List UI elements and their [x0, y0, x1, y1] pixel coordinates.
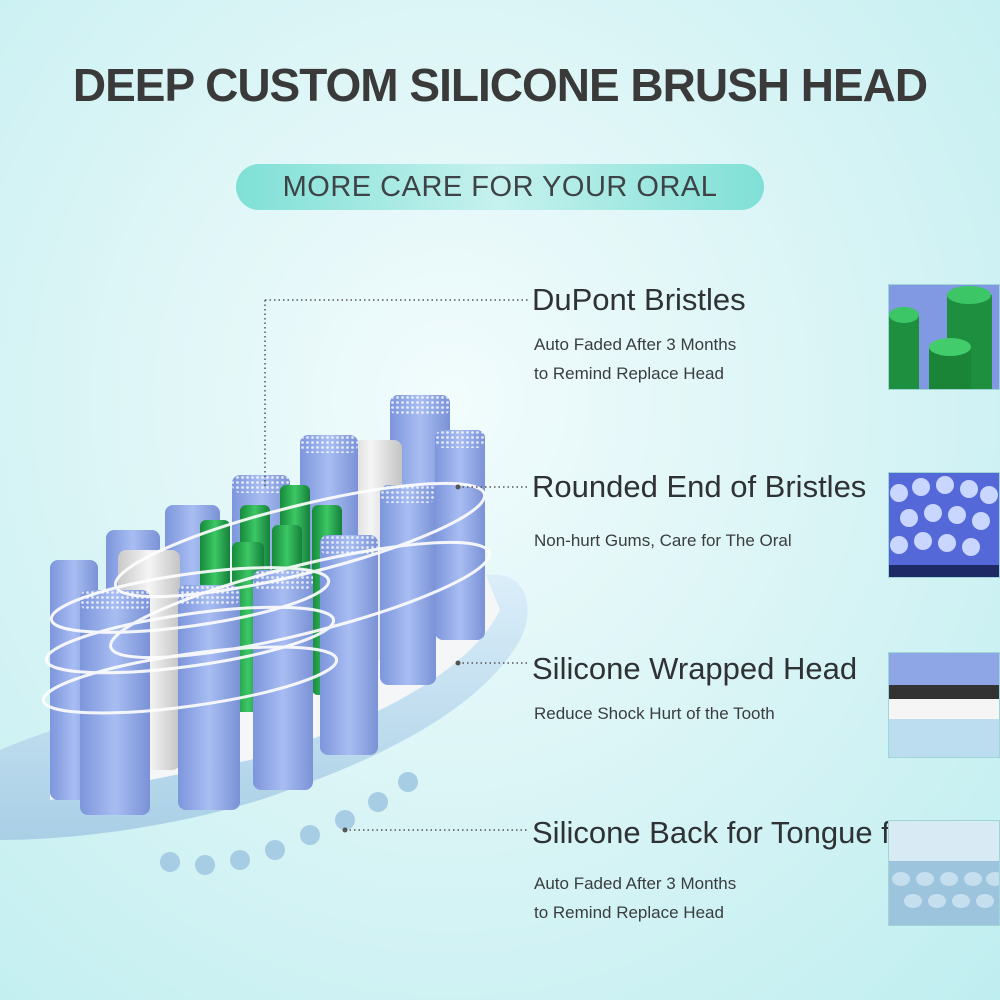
tongue-nubs: [160, 772, 418, 875]
feature-desc-rounded-end: Non-hurt Gums, Care for The Oral: [534, 526, 792, 555]
feature-desc-line: Auto Faded After 3 Months: [534, 874, 737, 893]
rounded-bristle-tips-closeup-icon: [888, 472, 1000, 578]
green-bristles-closeup-icon: [888, 284, 1000, 390]
silicone-head-edge-closeup-icon: [888, 652, 1000, 758]
tongue-cleaner-nubs-closeup-icon: [888, 820, 1000, 926]
feature-desc-silicone-back: Auto Faded After 3 Months to Remind Repl…: [534, 869, 736, 927]
page-title: DEEP CUSTOM SILICONE BRUSH HEAD: [72, 59, 928, 111]
subtitle-text: MORE CARE FOR YOUR ORAL: [282, 170, 718, 203]
feature-desc-line: to Remind Replace Head: [534, 364, 724, 383]
toothbrush-head-illustration: [0, 395, 528, 875]
feature-desc-line: to Remind Replace Head: [534, 903, 724, 922]
swirl-rings: [41, 481, 491, 715]
feature-desc-line: Non-hurt Gums, Care for The Oral: [534, 531, 792, 550]
subtitle-banner: MORE CARE FOR YOUR ORAL: [236, 164, 764, 210]
feature-title-silicone-back: Silicone Back for Tongue fur: [532, 815, 918, 850]
feature-desc-dupont-bristles: Auto Faded After 3 Months to Remind Repl…: [534, 330, 736, 388]
feature-title-dupont-bristles: DuPont Bristles: [532, 282, 746, 317]
feature-desc-line: Reduce Shock Hurt of the Tooth: [534, 704, 775, 723]
feature-title-silicone-wrapped-head: Silicone Wrapped Head: [532, 651, 858, 686]
feature-desc-silicone-wrapped-head: Reduce Shock Hurt of the Tooth: [534, 699, 775, 728]
feature-desc-line: Auto Faded After 3 Months: [534, 335, 737, 354]
feature-title-rounded-end: Rounded End of Bristles: [532, 469, 867, 504]
